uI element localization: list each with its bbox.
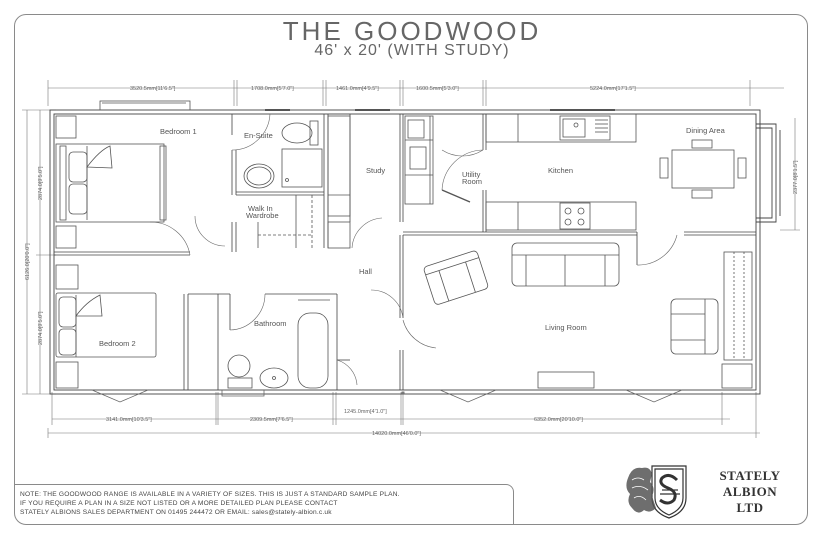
bedside-table [55,115,77,139]
wardrobe [258,195,313,248]
room-label-living: Living Room [545,323,587,332]
bedside-table [55,361,79,389]
ensuite-fixtures [243,120,323,189]
dim-overall-length: 14020.0mm[46'0.0"] [372,431,421,437]
bedside-table [55,264,79,290]
note-line-1: NOTE: THE GOODWOOD RANGE IS AVAILABLE IN… [20,491,400,498]
dim-left-upper: 2874.0[9'5.0"] [38,166,44,200]
dim-bottom-2: 2309.5mm[7'6.5"] [250,417,293,423]
room-label-dining: Dining Area [686,126,726,135]
bay-windows-bottom [91,389,683,403]
side-units [721,251,753,389]
windows-top [99,100,615,111]
room-label-walkin-2: Wardrobe [246,211,279,220]
plan-title: THE GOODWOOD [282,16,542,46]
door-swings [149,113,678,386]
room-label-walkin-1: Walk In [248,204,273,213]
living-furniture [423,242,719,389]
room-label-ensuite: En-Suite [244,131,273,140]
room-label-bathroom: Bathroom [254,319,287,328]
bedside-table [55,225,77,249]
dim-top-4: 1600.5mm[5'3.0"] [416,86,459,92]
bed-1 [55,143,167,223]
company-line-3: LTD [736,500,764,515]
room-label-bedroom-1: Bedroom 1 [160,127,197,136]
dining-table [659,139,747,199]
room-label-utility-2: Room [462,177,482,186]
lion-shield-logo-icon [626,465,687,519]
company-name: STATELY ALBION LTD [700,468,800,516]
drawing-frame [14,14,808,525]
dim-bottom-1: 3141.0mm[10'3.5"] [106,417,152,423]
room-label-hall: Hall [359,267,372,276]
bathroom-fixtures [227,299,330,389]
dim-bottom-3: 1245.0mm[4'1.0"] [344,409,387,415]
dimension-top [47,80,784,106]
room-label-kitchen: Kitchen [548,166,573,175]
room-label-utility-1: Utility [462,170,481,179]
sales-note: NOTE: THE GOODWOOD RANGE IS AVAILABLE IN… [14,484,514,524]
dim-left-lower: 2874.0[9'5.0"] [38,311,44,345]
dim-top-3: 1461.0mm[4'9.5"] [336,86,379,92]
dim-left-overall: 6126.0[20'0.0"] [25,243,31,280]
company-line-2: ALBION [722,484,778,499]
kitchen-units [485,113,637,231]
dim-top-2: 1708.0mm[5'7.0"] [251,86,294,92]
plan-subtitle: 46' x 20' (WITH STUDY) [314,42,510,59]
note-line-2: IF YOU REQUIRE A PLAN IN A SIZE NOT LIST… [20,500,338,507]
note-line-3: STATELY ALBIONS SALES DEPARTMENT ON 0149… [20,509,332,516]
dim-top-5: 5224.0mm[17'1.5"] [590,86,636,92]
dimension-left [22,109,56,395]
room-label-bedroom-2: Bedroom 2 [99,339,136,348]
study-fixtures [327,115,351,249]
dimension-right [780,118,800,231]
bed-2 [55,292,157,358]
interior-walls [54,114,756,390]
utility-fixtures [404,115,471,205]
company-line-1: STATELY [719,468,781,483]
dim-right-bay: 2377.0[8'1.5"] [793,160,799,194]
dim-top-1: 3520.5mm[11'6.5"] [130,86,176,92]
outer-walls [49,109,781,395]
room-label-study: Study [366,166,385,175]
dimension-bottom [47,392,760,438]
dim-bottom-4: 6352.0mm[20'10.0"] [534,417,583,423]
